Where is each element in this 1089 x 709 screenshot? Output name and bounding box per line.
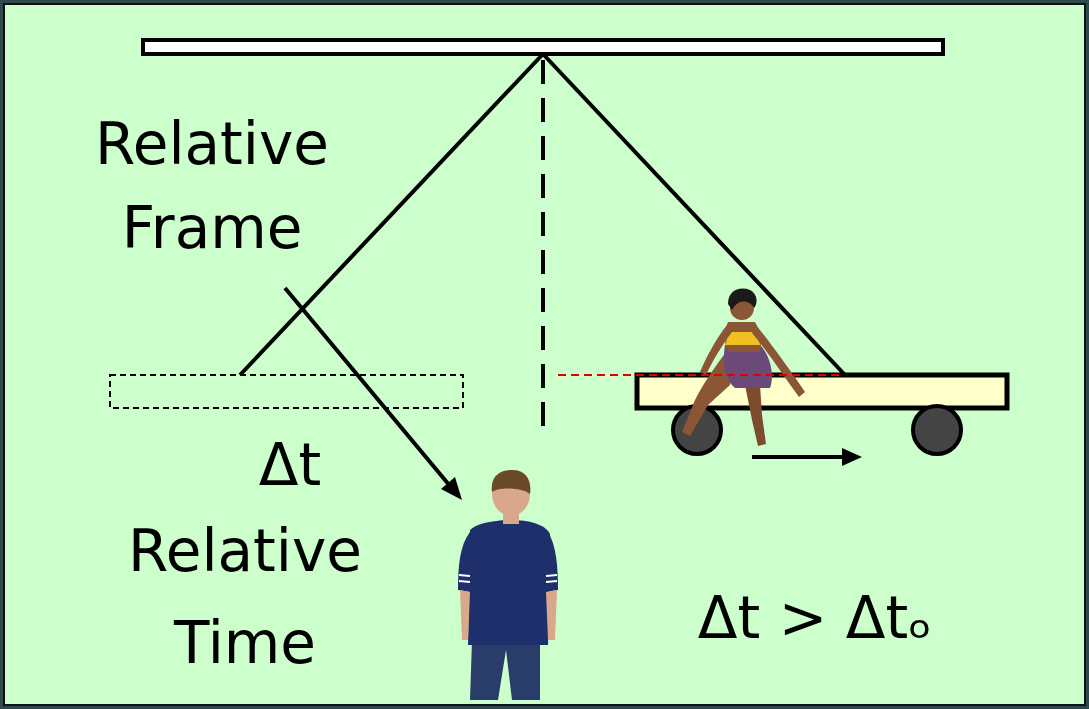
- rest-light-path: [541, 60, 545, 440]
- woman-leg: [745, 385, 766, 446]
- velocity-arrowhead: [842, 448, 862, 466]
- man-arm: [546, 590, 557, 640]
- light-ray: [543, 54, 845, 375]
- man-trousers: [470, 640, 540, 700]
- cart-wheel: [913, 406, 961, 454]
- inequality-label: Δt > Δtₒ: [655, 585, 975, 651]
- frame-label: Relative Frame: [62, 102, 362, 270]
- man-arm: [460, 590, 470, 640]
- delta-t-label: Δt: [230, 432, 350, 498]
- sleeve-stripe: [459, 575, 470, 576]
- sleeve-stripe: [459, 581, 470, 582]
- woman-arm: [700, 325, 732, 375]
- sleeve-stripe: [546, 581, 557, 582]
- reference-line: [558, 374, 843, 376]
- earlier-cart-position: [110, 375, 463, 408]
- woman-hair: [728, 289, 757, 310]
- man-hair: [492, 470, 531, 494]
- time-label: Relative Time: [95, 505, 395, 689]
- man-sleeve: [544, 532, 558, 592]
- velocity-arrow: [752, 455, 845, 459]
- man-shirt: [468, 520, 550, 645]
- woman-arm: [752, 325, 805, 397]
- man-sleeve: [458, 532, 474, 592]
- cart-platform: [637, 375, 1007, 408]
- mirror: [143, 40, 943, 54]
- leader-arrowhead: [441, 477, 462, 500]
- sleeve-stripe: [546, 575, 557, 576]
